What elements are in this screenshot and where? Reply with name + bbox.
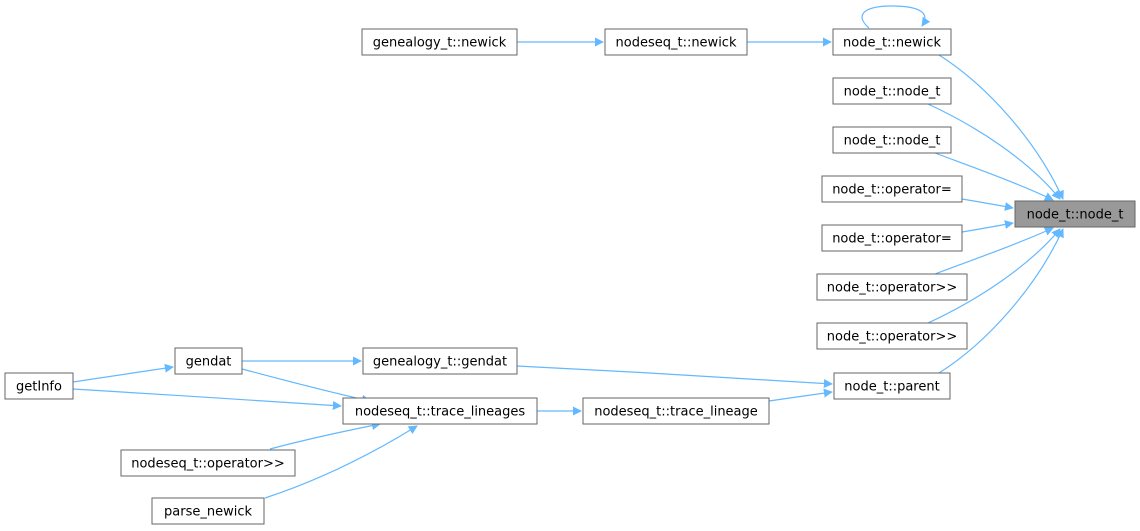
edge-line xyxy=(927,228,1061,324)
node-label: nodeseq_t::trace_lineage xyxy=(594,405,758,420)
node-label: node_t::operator>> xyxy=(827,281,958,296)
node-box xyxy=(362,347,518,375)
node-box xyxy=(120,449,296,477)
node-node_t_operator_eq_b[interactable]: node_t::operator= xyxy=(821,224,963,252)
node-label: node_t::operator>> xyxy=(827,330,958,345)
node-box xyxy=(816,322,968,350)
edge-nodeseq_t_operator_shr-to-nodeseq_t_trace_lineages xyxy=(269,421,381,450)
node-label: node_t::node_t xyxy=(1027,208,1124,223)
node-node_t_node_t_b[interactable]: node_t::node_t xyxy=(832,126,952,154)
node-label: node_t::node_t xyxy=(844,85,941,100)
edge-line xyxy=(938,228,1064,374)
node-label: genealogy_t::newick xyxy=(373,36,507,51)
edge-parse_newick-to-nodeseq_t_trace_lineages xyxy=(264,425,418,499)
node-label: node_t::parent xyxy=(844,380,939,395)
edge-line xyxy=(961,220,1014,233)
node-node_t_newick[interactable]: node_t::newick xyxy=(832,28,952,56)
node-box xyxy=(832,28,952,56)
node-box xyxy=(4,372,74,400)
node-label: gendat xyxy=(186,355,232,370)
edge-line xyxy=(768,388,833,402)
node-label: parse_newick xyxy=(164,505,252,520)
node-gendat[interactable]: gendat xyxy=(174,347,243,375)
edge-node_t_operator_eq_a-to-node_t_node_t_focus xyxy=(961,198,1014,211)
node-box xyxy=(174,347,243,375)
node-node_t_operator_eq_a[interactable]: node_t::operator= xyxy=(821,175,963,203)
node-label: nodeseq_t::newick xyxy=(616,36,737,51)
edge-line xyxy=(72,388,342,410)
edge-line xyxy=(516,365,833,388)
node-layer: node_t::node_t node_t::newick nodeseq_t::n… xyxy=(4,28,1136,525)
edge-node_t_operator_eq_b-to-node_t_node_t_focus xyxy=(961,220,1014,233)
edge-gendat-to-nodeseq_t_trace_lineages xyxy=(241,368,371,404)
edge-layer xyxy=(72,5,1064,499)
node-node_t_operator_shr_a[interactable]: node_t::operator>> xyxy=(816,273,968,301)
node-getInfo[interactable]: getInfo xyxy=(4,372,74,400)
edge-node_t_newick-to-node_t_newick xyxy=(861,5,931,29)
node-genealogy_t_gendat[interactable]: genealogy_t::gendat xyxy=(362,347,518,375)
node-label: node_t::operator= xyxy=(832,232,952,247)
node-nodeseq_t_newick[interactable]: nodeseq_t::newick xyxy=(604,28,748,56)
node-box xyxy=(582,397,770,425)
node-box xyxy=(604,28,748,56)
node-label: node_t::operator= xyxy=(832,183,952,198)
edge-line xyxy=(264,425,418,499)
node-nodeseq_t_trace_lineage[interactable]: nodeseq_t::trace_lineage xyxy=(582,397,770,425)
edge-line xyxy=(938,54,1064,200)
node-label: genealogy_t::gendat xyxy=(373,355,507,370)
node-node_t_node_t_a[interactable]: node_t::node_t xyxy=(832,77,952,105)
node-box xyxy=(821,224,963,252)
node-label: nodeseq_t::trace_lineages xyxy=(355,405,526,420)
edge-line xyxy=(269,421,381,450)
edge-genealogy_t_gendat-to-node_t_parent xyxy=(516,365,833,388)
node-node_t_parent[interactable]: node_t::parent xyxy=(833,372,951,400)
node-box xyxy=(342,397,538,425)
edge-node_t_operator_shr_a-to-node_t_node_t_focus xyxy=(934,227,1054,275)
node-label: getInfo xyxy=(16,380,62,395)
node-box xyxy=(832,126,952,154)
node-label: node_t::newick xyxy=(843,36,941,51)
node-node_t_node_t_focus[interactable]: node_t::node_t xyxy=(1014,200,1136,228)
edge-line xyxy=(934,152,1054,201)
edge-node_t_node_t_b-to-node_t_node_t_focus xyxy=(934,152,1054,201)
edge-node_t_newick-to-node_t_node_t_focus xyxy=(938,54,1064,200)
node-node_t_operator_shr_b[interactable]: node_t::operator>> xyxy=(816,322,968,350)
edge-nodeseq_t_trace_lineage-to-node_t_parent xyxy=(768,388,833,402)
node-nodeseq_t_trace_lineages[interactable]: nodeseq_t::trace_lineages xyxy=(342,397,538,425)
node-box xyxy=(832,77,952,105)
node-box xyxy=(1014,200,1136,228)
edge-line xyxy=(72,363,174,383)
node-label: node_t::node_t xyxy=(844,134,941,149)
edge-node_t_operator_shr_b-to-node_t_node_t_focus xyxy=(927,228,1061,324)
edge-line xyxy=(961,198,1014,211)
edge-node_t_parent-to-node_t_node_t_focus xyxy=(938,228,1064,374)
node-parse_newick[interactable]: parse_newick xyxy=(151,497,265,525)
edge-getInfo-to-gendat xyxy=(72,363,174,383)
edge-line xyxy=(241,368,371,404)
edge-line xyxy=(927,103,1061,200)
node-box xyxy=(816,273,968,301)
edge-line xyxy=(861,5,931,29)
node-nodeseq_t_operator_shr[interactable]: nodeseq_t::operator>> xyxy=(120,449,296,477)
edge-node_t_node_t_a-to-node_t_node_t_focus xyxy=(927,103,1061,200)
edge-getInfo-to-nodeseq_t_trace_lineages xyxy=(72,388,342,410)
node-box xyxy=(361,28,518,56)
node-genealogy_t_newick[interactable]: genealogy_t::newick xyxy=(361,28,518,56)
node-box xyxy=(833,372,951,400)
edge-line xyxy=(934,227,1054,275)
node-box xyxy=(821,175,963,203)
node-label: nodeseq_t::operator>> xyxy=(131,457,285,472)
node-box xyxy=(151,497,265,525)
